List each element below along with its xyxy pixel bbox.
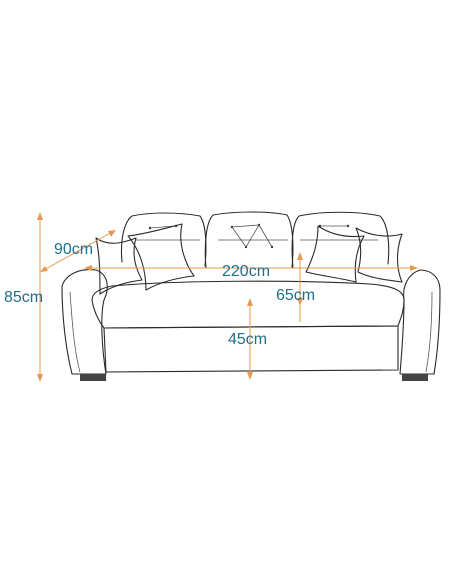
depth-label: 90cm bbox=[54, 241, 93, 258]
height-label: 85cm bbox=[4, 289, 43, 306]
seat-depth-arrow-top bbox=[297, 252, 303, 260]
width-arrow-left bbox=[84, 265, 92, 271]
pillow-right-front bbox=[305, 225, 365, 283]
pillow-right-back bbox=[355, 227, 403, 283]
pillow-left-back bbox=[95, 237, 143, 295]
right-arm-inner bbox=[425, 291, 433, 373]
width-arrow-right bbox=[410, 265, 418, 271]
pillow-left-front bbox=[127, 223, 195, 291]
sofa-drawing bbox=[61, 211, 441, 381]
seat-depth-label: 65cm bbox=[276, 287, 315, 304]
depth-arrow-top bbox=[108, 230, 116, 237]
tufting-buttons bbox=[135, 223, 378, 249]
height-arrow-top bbox=[37, 212, 43, 220]
left-arm-inner bbox=[69, 291, 81, 373]
height-arrow-bottom bbox=[37, 374, 43, 382]
foot-right bbox=[402, 374, 428, 381]
foot-left bbox=[80, 374, 106, 381]
left-armrest bbox=[61, 269, 108, 375]
dimension-labels: 90cm 85cm 220cm 65cm 45cm bbox=[4, 241, 315, 348]
depth-dimension-line bbox=[43, 231, 113, 271]
width-label: 220cm bbox=[222, 263, 270, 280]
seat-height-label: 45cm bbox=[228, 331, 267, 348]
back-cushion-left bbox=[120, 212, 207, 267]
depth-arrow-bottom bbox=[40, 266, 48, 272]
seat-depth-arrow-bottom bbox=[297, 298, 303, 306]
right-armrest bbox=[399, 269, 441, 375]
seat-height-arrow-bottom bbox=[247, 372, 253, 380]
back-cushion-right bbox=[291, 211, 390, 269]
seat-height-arrow-top bbox=[247, 298, 253, 306]
dimension-lines bbox=[37, 212, 418, 382]
sofa-base bbox=[103, 325, 399, 373]
